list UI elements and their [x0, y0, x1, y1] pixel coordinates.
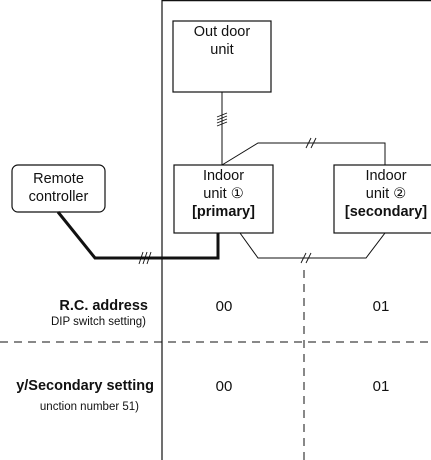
primary-secondary-title: y/Secondary setting [16, 378, 154, 394]
outdoor-wire-tick-marks [216, 112, 228, 127]
indoor-unit-1-line2: unit ① [203, 186, 244, 202]
upper-wire-tick-marks [305, 137, 317, 149]
remote-wire-tick-marks [138, 251, 152, 265]
outdoor-unit-box [172, 20, 272, 93]
primary-secondary-value-unit1: 00 [215, 378, 233, 395]
rc-address-subtitle: DIP switch setting) [50, 316, 146, 328]
indoor-unit-1-label: Indoor unit ① [primary] [174, 167, 273, 221]
outdoor-unit-line1: Out door [193, 24, 251, 40]
primary-secondary-value-unit2: 01 [372, 378, 390, 395]
remote-controller-line1: Remote [33, 171, 84, 187]
indoor-unit-2-line1: Indoor [365, 168, 407, 184]
remote-controller-line2: controller [28, 189, 89, 205]
indoor-unit-2-box [333, 164, 431, 234]
indoor-upper-wire [221, 142, 386, 166]
indoor-unit-2-role: [secondary] [344, 204, 428, 220]
rc-address-title: R.C. address [59, 298, 148, 314]
rc-address-value-unit2: 01 [372, 298, 390, 315]
rc-address-value-unit1: 00 [215, 298, 233, 315]
outdoor-unit-label: Out door unit [173, 23, 271, 59]
primary-secondary-subtitle: unction number 51) [39, 401, 139, 413]
indoor-unit-2-label: Indoor unit ② [secondary] [334, 167, 431, 221]
indoor-unit-1-role: [primary] [192, 204, 255, 220]
indoor-unit-1-box [173, 164, 274, 234]
outdoor-unit-line2: unit [210, 42, 234, 58]
lower-wire-tick-marks [300, 252, 312, 264]
remote-controller-wire [56, 211, 220, 260]
indoor-unit-1-line1: Indoor [202, 168, 245, 184]
indoor-lower-wire [239, 232, 386, 259]
remote-controller-label: Remote controller [12, 170, 105, 206]
indoor-unit-2-line2: unit ② [365, 186, 407, 202]
